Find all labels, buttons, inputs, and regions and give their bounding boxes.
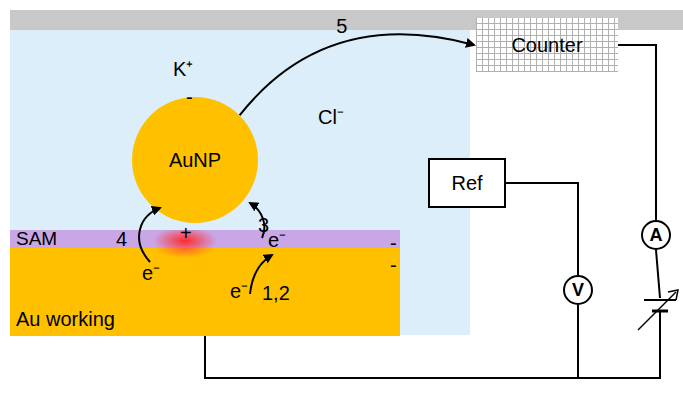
ion-label: Cl⁻ (318, 106, 344, 128)
electron-label: e⁻ (268, 229, 286, 251)
electron-label: e⁻ (230, 280, 248, 302)
node-text: V (572, 279, 584, 301)
working-electrode: Au working (10, 248, 400, 336)
callout-number: 5 (336, 15, 347, 37)
voltmeter: V (563, 275, 593, 305)
transfer-arrow-4 (139, 208, 160, 262)
callout-number: 3 (258, 214, 269, 236)
charge-sign: + (180, 222, 192, 244)
node-text: A (650, 224, 663, 246)
charge-sign: - (390, 232, 397, 254)
node-text: SAM (16, 230, 57, 248)
callout-number: 1,2 (262, 282, 290, 304)
charge-sign: - (390, 254, 397, 276)
sam-layer: SAM (10, 230, 400, 248)
node-text: Counter (511, 34, 582, 56)
node-text: Au working (16, 308, 115, 330)
wire (618, 45, 656, 220)
ion-label: K⁺ (173, 58, 193, 80)
node-text: Ref (451, 172, 482, 194)
gold-nanoparticle: AuNP (132, 97, 258, 223)
ammeter: A (641, 220, 671, 250)
callout-number: 4 (116, 228, 127, 250)
node-text: AuNP (169, 149, 221, 171)
transfer-arrow (240, 34, 474, 115)
reference-electrode: Ref (428, 158, 506, 208)
wire (506, 183, 578, 275)
charge-sign: - (186, 86, 193, 108)
electrolyte (10, 30, 470, 335)
electron-label: e⁻ (142, 262, 160, 284)
counter-electrode: Counter (476, 18, 618, 72)
battery-symbol (638, 290, 678, 330)
